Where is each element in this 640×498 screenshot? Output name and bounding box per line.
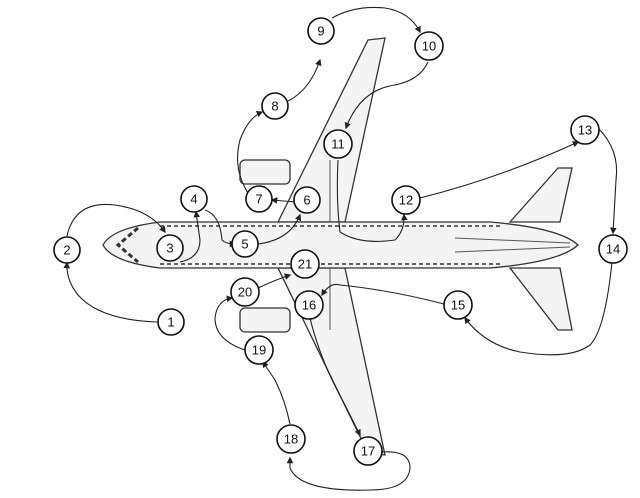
route-17-18 [286, 451, 411, 491]
marker-11-label: 11 [331, 137, 345, 152]
marker-9: 9 [307, 17, 335, 45]
marker-8-label: 8 [271, 99, 278, 114]
aircraft-outline [102, 37, 579, 456]
route-12-13 [419, 141, 580, 199]
marker-21: 21 [290, 249, 320, 279]
marker-20: 20 [230, 277, 260, 307]
marker-10-label: 10 [422, 39, 436, 54]
upper-wing [276, 37, 386, 223]
tail-fin [454, 237, 571, 253]
marker-16-label: 16 [302, 298, 316, 313]
marker-12-label: 12 [399, 193, 413, 208]
route-10-11 [344, 61, 429, 130]
marker-4: 4 [180, 185, 208, 213]
marker-21-label: 21 [298, 257, 312, 272]
route-8-9 [287, 58, 322, 102]
route-16-17 [309, 317, 361, 437]
route-7-8 [237, 111, 264, 197]
marker-14: 14 [598, 234, 628, 264]
route-11-12 [336, 159, 408, 242]
marker-14-label: 14 [606, 242, 620, 257]
marker-16: 16 [294, 290, 324, 320]
route-5-6 [257, 213, 302, 245]
marker-17: 17 [353, 436, 383, 466]
marker-13-label: 13 [578, 123, 592, 138]
marker-6: 6 [293, 186, 321, 214]
marker-3: 3 [156, 234, 184, 262]
marker-7: 7 [245, 185, 273, 213]
upper-stabilizer [508, 167, 573, 223]
route-20-21 [257, 273, 292, 289]
route-18-19 [262, 360, 291, 425]
lower-stabilizer [508, 267, 573, 331]
marker-10: 10 [414, 31, 444, 61]
marker-15-label: 15 [451, 298, 465, 313]
inspection-route [63, 6, 618, 491]
marker-8: 8 [261, 92, 289, 120]
marker-13: 13 [570, 115, 600, 145]
route-15-16 [321, 283, 445, 305]
marker-4-label: 4 [190, 192, 197, 207]
marker-3-label: 3 [166, 241, 173, 256]
step-markers: 1 2 3 4 5 6 7 8 9 10 11 12 13 14 15 16 1… [53, 17, 628, 466]
route-3-4 [179, 210, 201, 263]
route-19-20 [214, 295, 246, 351]
marker-5-label: 5 [241, 237, 248, 252]
marker-1-label: 1 [167, 315, 174, 330]
marker-6-label: 6 [303, 193, 310, 208]
lower-engine [239, 307, 291, 333]
route-4-5 [204, 209, 237, 248]
marker-1: 1 [157, 308, 185, 336]
route-13-14 [597, 127, 618, 235]
upper-engine [239, 159, 291, 185]
marker-9-label: 9 [317, 24, 324, 39]
route-14-15 [464, 261, 613, 356]
marker-18: 18 [276, 424, 306, 454]
marker-5: 5 [231, 230, 259, 258]
marker-7-label: 7 [255, 192, 262, 207]
marker-18-label: 18 [284, 432, 298, 447]
route-9-10 [331, 6, 421, 34]
marker-2: 2 [53, 236, 81, 264]
marker-19-label: 19 [252, 343, 266, 358]
marker-17-label: 17 [361, 444, 375, 459]
marker-2-label: 2 [63, 243, 70, 258]
route-2-3 [66, 203, 166, 237]
marker-19: 19 [244, 335, 274, 365]
marker-11: 11 [323, 129, 353, 159]
route-6-7 [270, 197, 297, 204]
cockpit-windows [115, 226, 139, 264]
marker-15: 15 [443, 290, 473, 320]
marker-20-label: 20 [238, 285, 252, 300]
route-1-2 [63, 261, 158, 323]
marker-12: 12 [391, 185, 421, 215]
